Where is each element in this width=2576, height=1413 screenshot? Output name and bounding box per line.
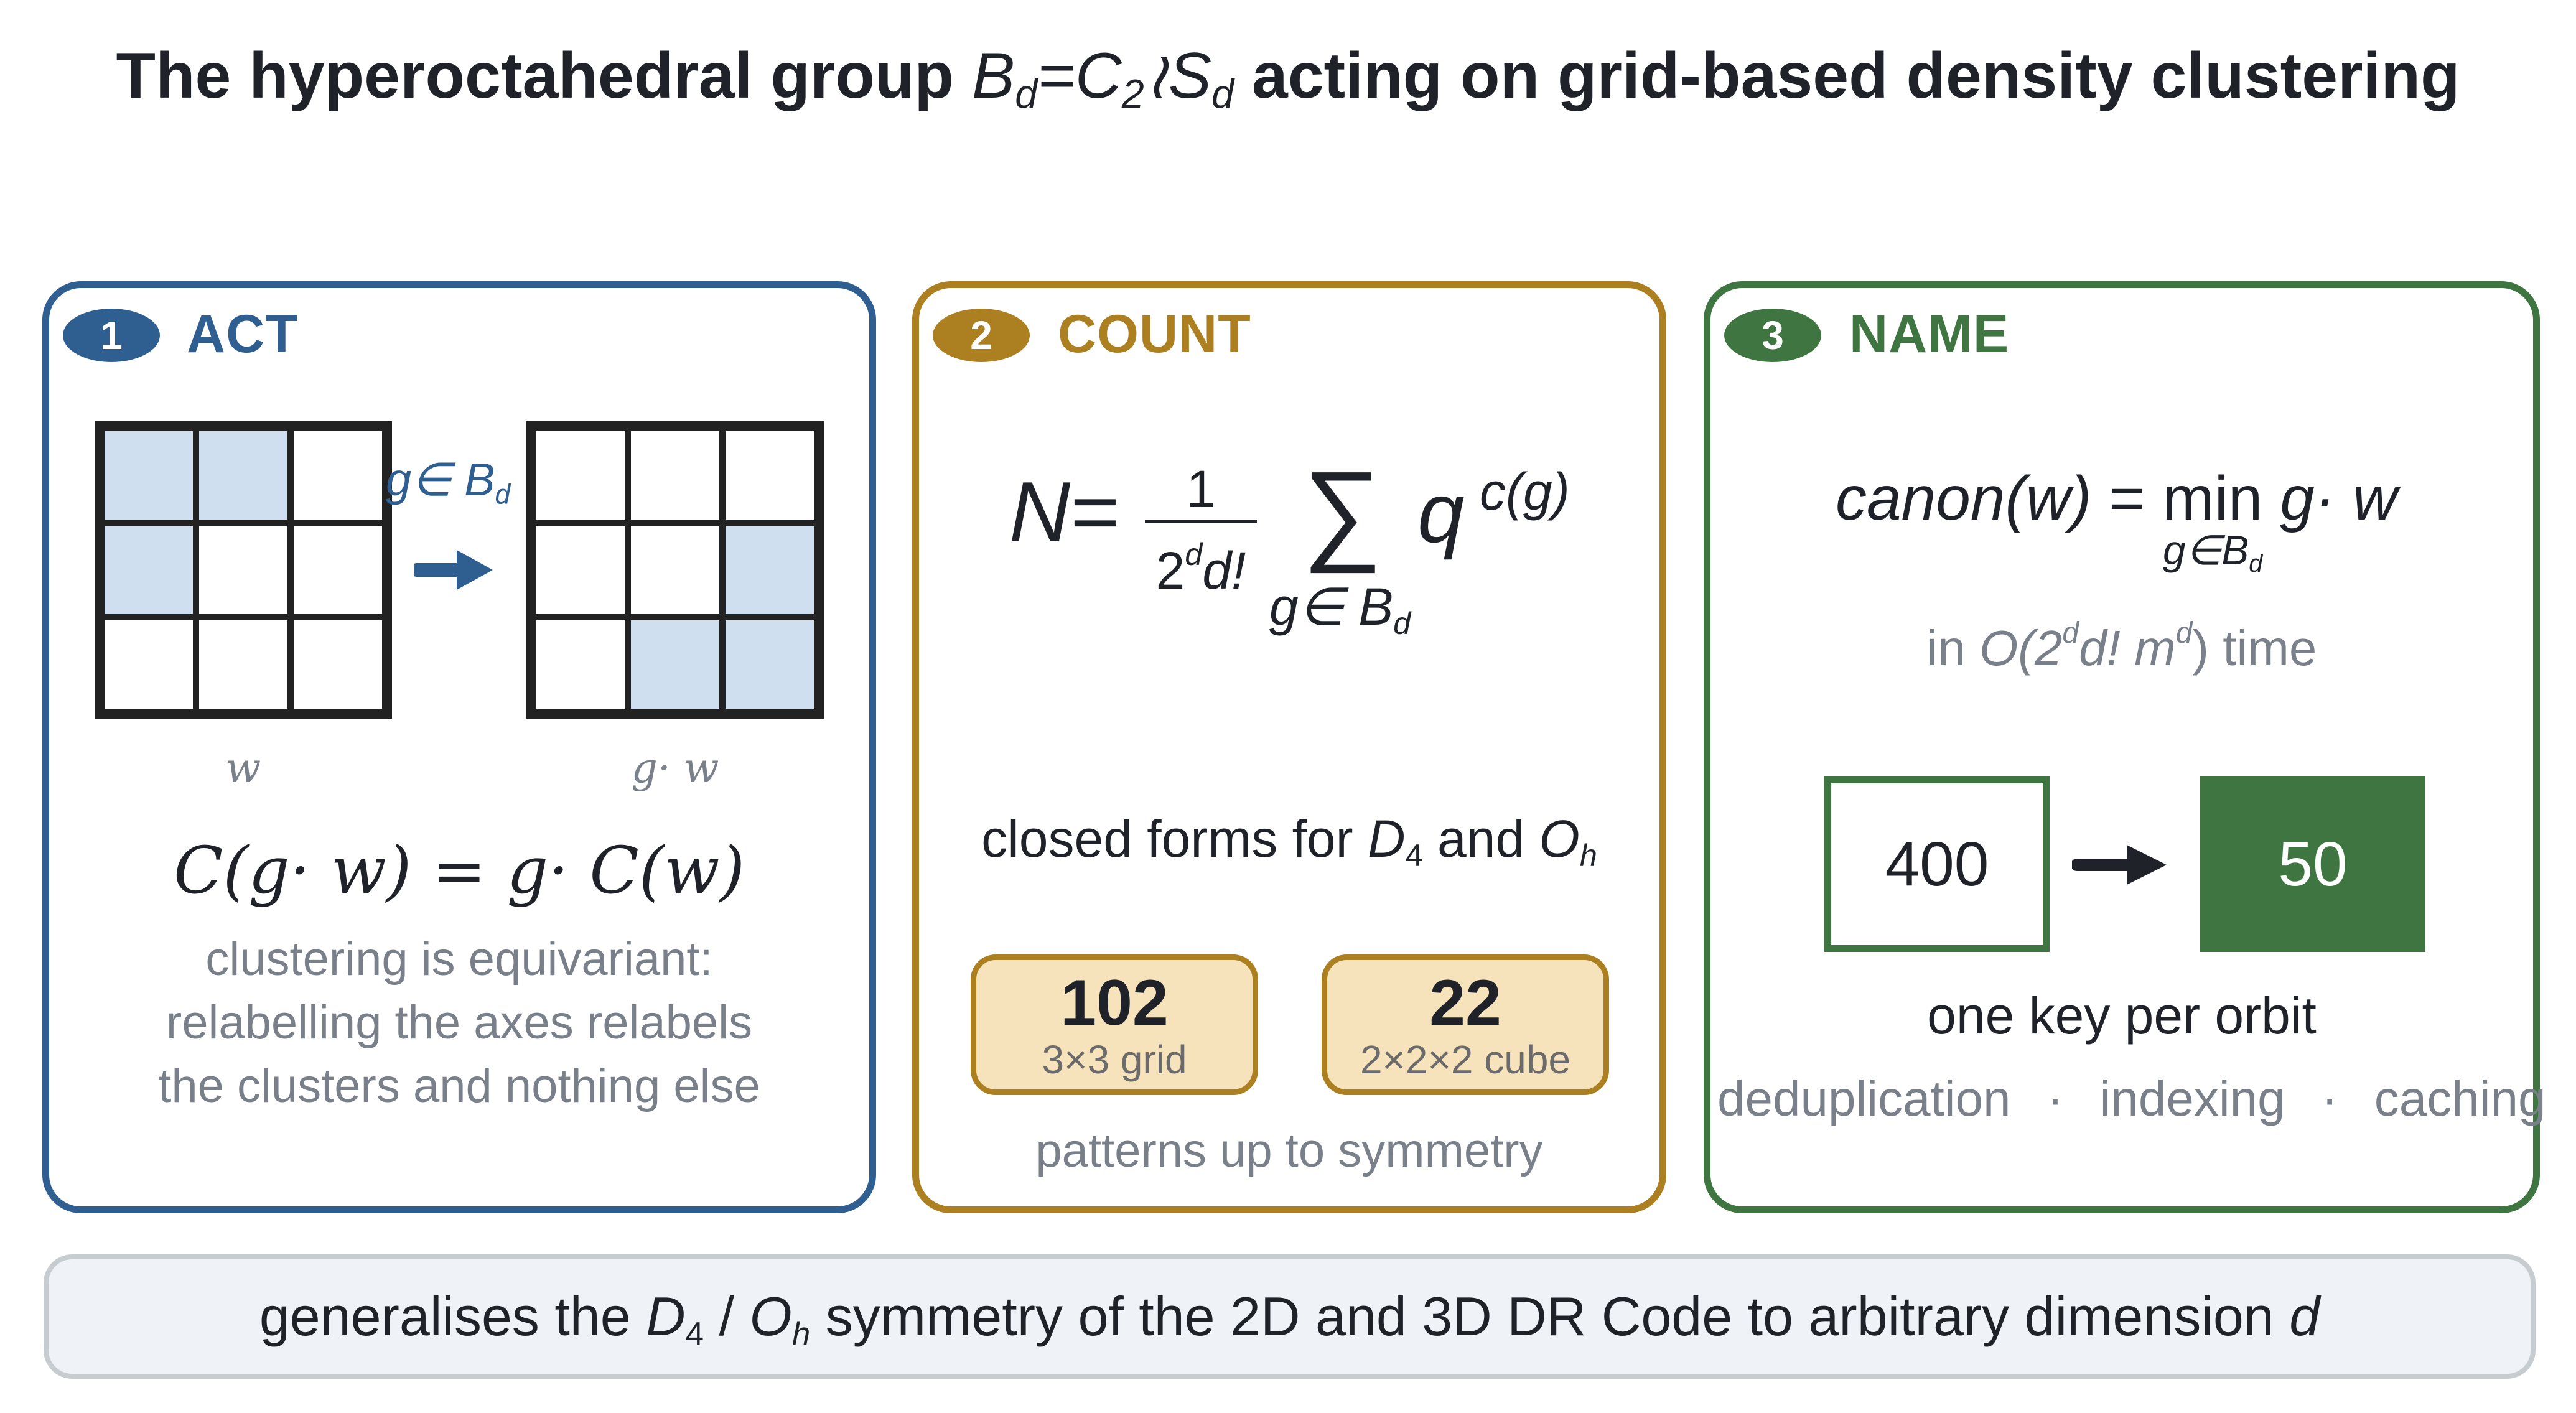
count-number-badge: 2 <box>933 309 1030 362</box>
sum-symbol: ∑ <box>1302 449 1383 574</box>
grid-w-label: w <box>225 744 261 792</box>
count-formula-lhs: N= <box>1009 464 1120 559</box>
count-label-3x3: 3×3 grid <box>1042 1037 1187 1082</box>
count-label-cube: 2×2×2 cube <box>1360 1037 1571 1082</box>
grid-g-w-cell-8-filled <box>628 617 722 712</box>
act-arrow-icon <box>414 550 493 590</box>
count-box-3x3: 102 3×3 grid <box>971 954 1258 1095</box>
grid-g-w-cell-2-empty <box>628 428 722 523</box>
name-caption: one key per orbit <box>1927 986 2317 1045</box>
fraction-bar <box>1145 520 1257 523</box>
grid-w-cell-4-filled <box>101 523 196 617</box>
equivariance-formula: C(g· w) = g· C(w) <box>173 832 745 908</box>
closed-forms-text: closed forms for D4 and Oh <box>981 809 1597 874</box>
name-uses: deduplication · indexing · caching <box>1717 1071 2546 1126</box>
count-term-exponent: c(g) <box>1480 462 1570 521</box>
grid-g-w <box>526 421 824 719</box>
name-panel <box>1704 281 2540 1213</box>
grid-g-w-cell-9-filled <box>722 617 817 712</box>
act-caption-line-3: the clusters and nothing else <box>158 1060 760 1112</box>
reduction-arrow-icon <box>2072 845 2167 885</box>
orbit-count-after: 50 <box>2200 776 2425 952</box>
group-symbol: Bd <box>971 40 1038 117</box>
footer-note: generalises the D4 / Oh symmetry of the … <box>44 1254 2536 1379</box>
grid-g-w-cell-4-empty <box>533 523 628 617</box>
use-deduplication: deduplication <box>1717 1071 2011 1126</box>
factor-c: C2 <box>1075 40 1144 117</box>
canon-min-index: g∈Bd <box>2163 527 2263 577</box>
name-title: NAME <box>1849 304 2010 364</box>
count-term: q <box>1417 465 1465 560</box>
grid-w-cell-8-empty <box>196 617 291 712</box>
arrow-label: g∈ Bd <box>386 454 511 510</box>
use-caching: caching <box>2374 1071 2546 1126</box>
grid-w-cell-7-empty <box>101 617 196 712</box>
canon-time-complexity: in O(2dd! md) time <box>1926 617 2317 676</box>
count-fraction: 1 2dd! <box>1139 460 1263 599</box>
grid-w-cell-1-filled <box>101 428 196 523</box>
grid-w-cell-5-empty <box>196 523 291 617</box>
grid-w-cell-2-filled <box>196 428 291 523</box>
grid-w-cell-6-empty <box>291 523 385 617</box>
grid-g-w-cell-6-filled <box>722 523 817 617</box>
act-number-badge: 1 <box>63 309 160 362</box>
act-caption-line-1: clustering is equivariant: <box>205 933 713 986</box>
grid-g-w-cell-3-empty <box>722 428 817 523</box>
factor-s: Sd <box>1168 40 1234 117</box>
act-caption-line-2: relabelling the axes relabels <box>166 996 753 1049</box>
grid-w-cell-3-empty <box>291 428 385 523</box>
count-box-cube: 22 2×2×2 cube <box>1322 954 1609 1095</box>
grid-w <box>95 421 392 719</box>
grid-g-w-label: g· w <box>631 744 719 792</box>
count-title: COUNT <box>1058 304 1251 364</box>
count-value-3x3: 102 <box>1060 967 1169 1039</box>
act-title: ACT <box>187 304 299 364</box>
canon-formula: canon(w) = min g· w <box>1836 464 2398 533</box>
grid-g-w-cell-5-empty <box>628 523 722 617</box>
page-title: The hyperoctahedral group Bd=C2≀Sd actin… <box>116 40 2460 117</box>
grid-g-w-cell-7-empty <box>533 617 628 712</box>
grid-g-w-cell-1-empty <box>533 428 628 523</box>
name-number-badge: 3 <box>1724 309 1821 362</box>
use-indexing: indexing <box>2099 1071 2285 1126</box>
orbit-count-before: 400 <box>1824 776 2050 952</box>
sum-index: g∈ Bd <box>1269 577 1411 641</box>
count-caption: patterns up to symmetry <box>1035 1124 1543 1177</box>
grid-w-cell-9-empty <box>291 617 385 712</box>
count-value-cube: 22 <box>1429 967 1501 1039</box>
